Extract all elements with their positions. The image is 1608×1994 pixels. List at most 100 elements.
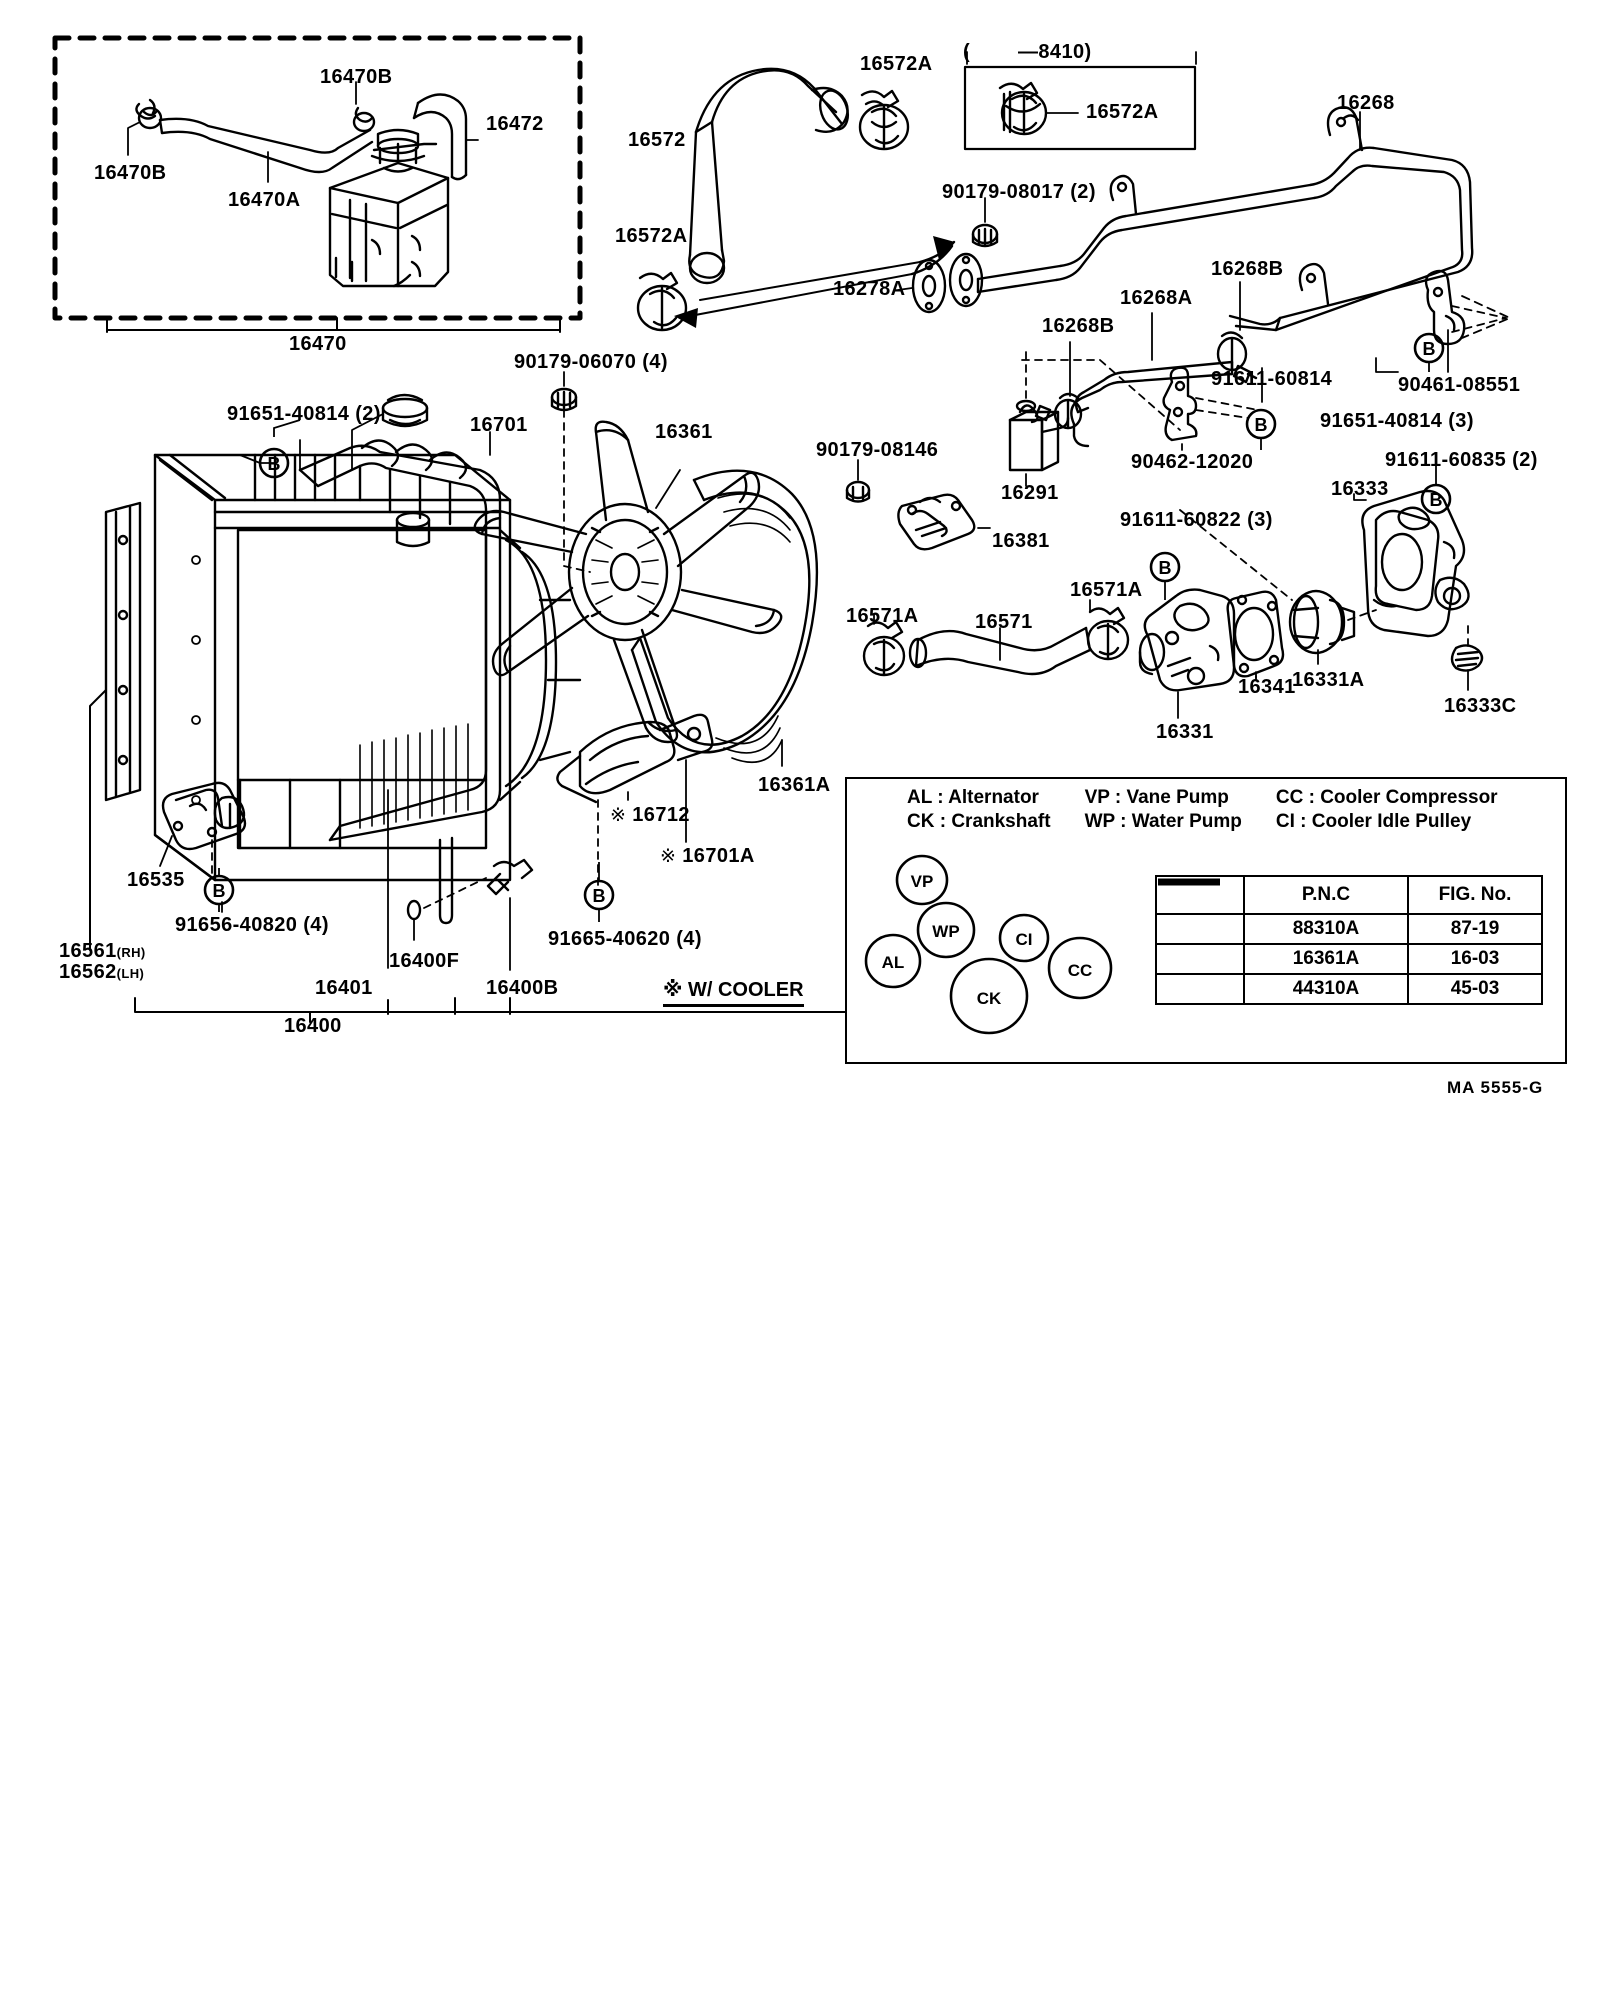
thermostat-16331A	[1288, 589, 1356, 655]
cell-pnc: 44310A	[1243, 973, 1409, 1005]
callout-16562-lh: 16562(LH)	[59, 961, 145, 983]
legend-entry-ck: CK : Crankshaft	[907, 811, 1051, 832]
reference-markers: B B B B B B B	[203, 332, 1452, 922]
clip-90462-12020	[1162, 366, 1198, 442]
clamp-16470B-right	[352, 106, 376, 133]
svg-text:B: B	[1159, 558, 1172, 578]
callout-16268A: 16268A	[1120, 287, 1193, 309]
callout-16701: 16701	[470, 414, 528, 436]
radiator-cap	[381, 393, 429, 428]
callout-91611-60822: 91611-60822 (3)	[1120, 509, 1273, 531]
pulley-labels: VP WP AL CK CI CC	[864, 854, 1113, 1035]
callout-16712: ※ 16712	[610, 804, 690, 826]
clamp-16571A-right	[1086, 606, 1130, 661]
cell-pnc: 16361A	[1243, 943, 1409, 975]
clamp-16470B-left	[135, 98, 163, 130]
plug-16333C	[1450, 644, 1484, 672]
valve-16291	[1008, 399, 1070, 472]
callout-16341: 16341	[1238, 676, 1296, 698]
radiator-drain-pipe	[438, 836, 454, 925]
reservoir-group-box	[52, 35, 583, 321]
pulley-label-ck: CK	[977, 989, 1002, 1008]
pipe-16268	[976, 146, 1474, 332]
callout-date-note: (	[963, 41, 971, 63]
radiator-side-support	[104, 501, 142, 802]
table-row: 16361A 16-03	[1155, 878, 1543, 975]
callout-16572A-left: 16572A	[615, 225, 688, 247]
diagram-linework	[52, 35, 1511, 1035]
gasket-16341	[1226, 590, 1285, 678]
pnc-fig-table: P.N.C FIG. No. 88310A 87-19 16361A 16-03…	[1155, 875, 1543, 1005]
shroud-scallop	[360, 439, 468, 480]
nut-90179-08017	[971, 223, 999, 248]
style-swatch-dash-dot	[1155, 878, 1245, 945]
svg-text:B: B	[1423, 339, 1436, 359]
table-row: 88310A 87-19	[1155, 878, 1543, 945]
callout-16400-group: 16400	[284, 1015, 342, 1037]
callout-16470A: 16470A	[228, 189, 301, 211]
nut-90179-08146	[845, 480, 871, 503]
pipe-bracket-1	[1109, 174, 1138, 216]
callout-16470B-left: 16470B	[94, 162, 167, 184]
callout-16470B-right: 16470B	[320, 66, 393, 88]
callout-16361: 16361	[655, 421, 713, 443]
callout-16472: 16472	[486, 113, 544, 135]
pipe-bracket-2	[1326, 106, 1364, 152]
svg-text:B: B	[268, 454, 281, 474]
callout-16331: 16331	[1156, 721, 1214, 743]
callout-16333: 16333	[1331, 478, 1389, 500]
figure-code: MA 5555-G	[1447, 1078, 1544, 1097]
callout-16268: 16268	[1337, 92, 1395, 114]
bracket-16712	[556, 713, 714, 804]
callout-16572A-top: 16572A	[860, 53, 933, 75]
table-header-row: P.N.C FIG. No.	[1155, 875, 1543, 915]
callout-91651-40814-3: 91651-40814 (3)	[1320, 410, 1474, 432]
table-row: 44310A 45-03	[1155, 878, 1543, 1005]
callout-16331A: 16331A	[1292, 669, 1365, 691]
callout-91651-40814-2: 91651-40814 (2)	[227, 403, 381, 425]
water-pump-16333	[1361, 489, 1470, 638]
reservoir-tank-16470	[328, 161, 450, 288]
drain-cock-16400B	[486, 858, 534, 896]
hose-16572	[688, 67, 850, 285]
callout-91611-60835: 91611-60835 (2)	[1385, 449, 1538, 471]
pulley-label-vp: VP	[911, 872, 934, 891]
callout-16470-group: 16470	[289, 333, 347, 355]
callout-16701A: ※ 16701A	[660, 845, 755, 867]
callout-16400B: 16400B	[486, 977, 559, 999]
fan-shroud-16701	[298, 444, 582, 842]
legend-entry-wp: WP : Water Pump	[1084, 811, 1242, 832]
clamp-16268B-mid	[1216, 331, 1258, 384]
pulley-label-al: AL	[882, 953, 905, 972]
callout-90179-08017: 90179-08017 (2)	[942, 181, 1096, 203]
cell-pnc: 88310A	[1243, 913, 1409, 945]
callout-date-8410: —8410)	[1018, 41, 1092, 63]
callout-90461-08551: 90461-08551	[1398, 374, 1521, 396]
hose-16472	[412, 93, 468, 181]
legend-entry-cc: CC : Cooler Compressor	[1275, 787, 1498, 808]
callout-16571: 16571	[975, 611, 1033, 633]
clamp-16572A-right	[858, 89, 910, 151]
clamp-16572A-left	[636, 271, 688, 332]
pulley-label-cc: CC	[1068, 961, 1093, 980]
svg-text:B: B	[593, 886, 606, 906]
cell-fig: 16-03	[1407, 943, 1543, 975]
pipe-bracket-3	[1298, 262, 1330, 306]
water-inlet-16331	[1138, 588, 1236, 692]
legend-entry-al: AL : Alternator	[907, 787, 1039, 808]
callout-91665-40620: 91665-40620 (4)	[548, 928, 702, 950]
svg-text:B: B	[213, 881, 226, 901]
callout-16291: 16291	[1001, 482, 1059, 504]
legend-entry-ci: CI : Cooler Idle Pulley	[1275, 811, 1472, 832]
svg-text:B: B	[1255, 415, 1268, 435]
callout-16401: 16401	[315, 977, 373, 999]
callout-16571A-left: 16571A	[846, 605, 919, 627]
th-fig: FIG. No.	[1407, 875, 1543, 915]
style-swatch-dotted	[1155, 878, 1245, 1005]
fan-belt-16361A	[630, 469, 819, 764]
callout-90462-12020: 90462-12020	[1131, 451, 1254, 473]
callout-16381: 16381	[992, 530, 1050, 552]
callout-16268B-upper: 16268B	[1211, 258, 1284, 280]
bracket-16381	[897, 493, 976, 551]
pulley-label-ci: CI	[1016, 930, 1033, 949]
